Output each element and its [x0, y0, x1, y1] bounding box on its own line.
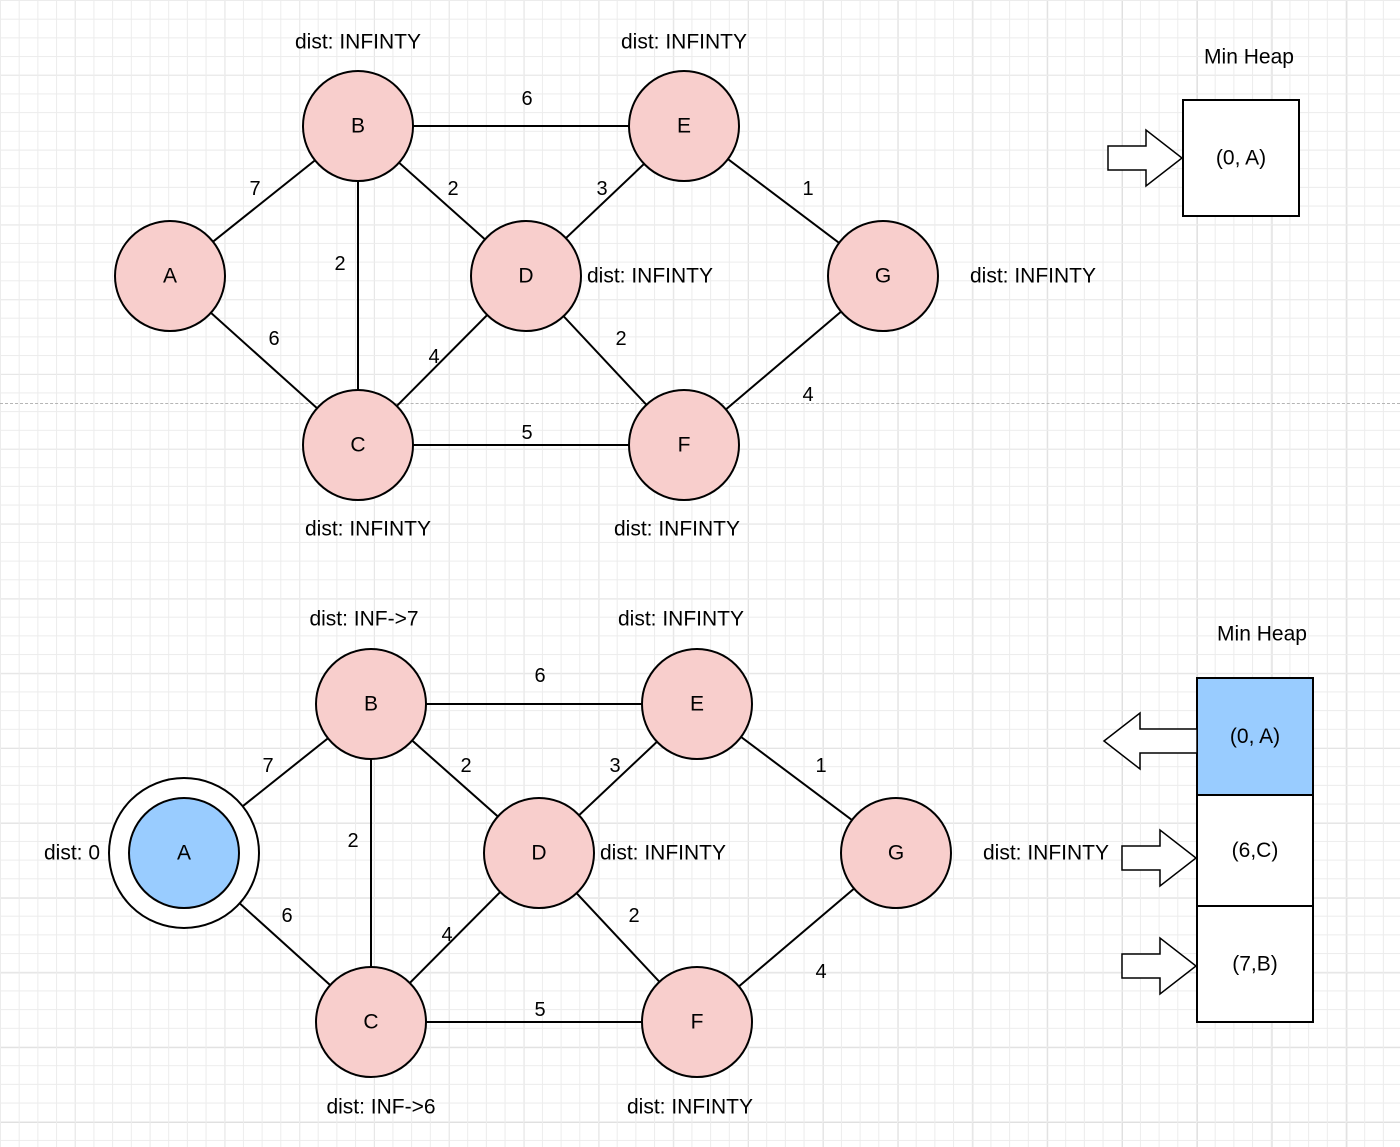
- edge-weight-label: 4: [441, 924, 452, 946]
- edge-weight-label: 2: [334, 253, 345, 275]
- edge-weight-label: 6: [268, 328, 279, 350]
- edge-weight-label: 5: [534, 999, 545, 1021]
- node-circle: [483, 797, 595, 909]
- node-circle: [302, 70, 414, 182]
- edge-weight-label: 7: [262, 755, 273, 777]
- edge-weight-label: 6: [521, 88, 532, 110]
- dist-label-c: dist: INFINTY: [305, 518, 431, 541]
- node-circle: [315, 648, 427, 760]
- heap-pop-arrow-icon: [1102, 711, 1198, 771]
- node-f[interactable]: F: [628, 389, 740, 501]
- dist-label-f: dist: INFINTY: [627, 1096, 753, 1119]
- node-circle: [641, 648, 753, 760]
- node-circle: [302, 389, 414, 501]
- edge-weight-label: 4: [802, 384, 813, 406]
- edge-weight-label: 2: [615, 328, 626, 350]
- node-label: F: [691, 1011, 704, 1034]
- dist-label-b: dist: INFINTY: [295, 31, 421, 54]
- node-label: D: [531, 842, 546, 865]
- nodes-layer: A B C D E F G A B C D E F G: [108, 70, 952, 1078]
- node-b[interactable]: B: [315, 648, 427, 760]
- heap-push-arrow-icon: [1121, 828, 1198, 888]
- node-circle: [628, 70, 740, 182]
- dist-label-f: dist: INFINTY: [614, 518, 740, 541]
- node-label: A: [177, 842, 191, 865]
- heap-cell-text: (0, A): [1230, 725, 1280, 748]
- edge-weight-label: 3: [596, 178, 607, 200]
- node-b[interactable]: B: [302, 70, 414, 182]
- node-e[interactable]: E: [628, 70, 740, 182]
- node-label: E: [677, 115, 691, 138]
- node-circle: [840, 797, 952, 909]
- dist-label-d: dist: INFINTY: [587, 265, 713, 288]
- heap-cell: [1182, 99, 1300, 217]
- node-circle: [827, 220, 939, 332]
- node-label: E: [690, 693, 704, 716]
- node-d[interactable]: D: [483, 797, 595, 909]
- node-d[interactable]: D: [470, 220, 582, 332]
- heap-layer: Min Heap (0, A) Min Heap (0, A) (6,C) (7,B): [1102, 46, 1314, 1023]
- node-label: A: [163, 265, 177, 288]
- node-circle: [114, 220, 226, 332]
- node-g[interactable]: G: [840, 797, 952, 909]
- edge-weight-label: 2: [460, 755, 471, 777]
- node-label: C: [363, 1011, 378, 1034]
- edge-weight-label: 6: [281, 905, 292, 927]
- node-a[interactable]: A: [114, 220, 226, 332]
- edge-weight-label: 2: [447, 178, 458, 200]
- edge-weight-label: 4: [428, 346, 439, 368]
- node-f[interactable]: F: [641, 966, 753, 1078]
- dist-label-e: dist: INFINTY: [618, 608, 744, 631]
- dist-label-e: dist: INFINTY: [621, 31, 747, 54]
- edge-weight-label: 6: [534, 665, 545, 687]
- node-label: G: [875, 265, 891, 288]
- edge-weight-label: 2: [347, 830, 358, 852]
- heap-cell-text: (0, A): [1216, 147, 1266, 170]
- dist-label-g: dist: INFINTY: [970, 265, 1096, 288]
- node-label: G: [888, 842, 904, 865]
- heap-push-arrow-icon: [1121, 936, 1198, 996]
- node-label: F: [678, 434, 691, 457]
- node-circle: [641, 966, 753, 1078]
- min-heap-title: Min Heap: [1217, 623, 1307, 646]
- edge-weight-label: 4: [815, 961, 826, 983]
- node-label: C: [350, 434, 365, 457]
- node-c[interactable]: C: [315, 966, 427, 1078]
- dist-label-d: dist: INFINTY: [600, 842, 726, 865]
- heap-push-arrow-icon: [1107, 128, 1184, 188]
- node-label: B: [351, 115, 365, 138]
- heap-cell: [1196, 794, 1314, 907]
- node-label: D: [518, 265, 533, 288]
- node-a[interactable]: A: [108, 777, 260, 929]
- node-g[interactable]: G: [827, 220, 939, 332]
- edge-weight-label: 5: [521, 422, 532, 444]
- edge-weight-label: 2: [628, 905, 639, 927]
- heap-cell-text: (6,C): [1232, 839, 1279, 862]
- node-label: B: [364, 693, 378, 716]
- node-circle: [315, 966, 427, 1078]
- labels-layer: 7 6 2 2 6 4 5 3 2 1 4 dist: INFINTY dist: INFINTY dis…: [44, 31, 1109, 1119]
- node-circle: [128, 797, 240, 909]
- min-heap-title: Min Heap: [1204, 46, 1294, 69]
- dist-label-c: dist: INF->6: [326, 1096, 435, 1119]
- heap-cell: [1196, 905, 1314, 1023]
- heap-cell: [1196, 677, 1314, 796]
- edge-weight-label: 7: [249, 178, 260, 200]
- dist-label-a: dist: 0: [44, 842, 100, 865]
- edge-weight-label: 1: [815, 755, 826, 777]
- node-circle: [628, 389, 740, 501]
- node-circle: [470, 220, 582, 332]
- node-c[interactable]: C: [302, 389, 414, 501]
- edge-weight-label: 1: [802, 178, 813, 200]
- dist-label-g: dist: INFINTY: [983, 842, 1109, 865]
- node-e[interactable]: E: [641, 648, 753, 760]
- edge-weight-label: 3: [609, 755, 620, 777]
- dist-label-b: dist: INF->7: [309, 608, 418, 631]
- heap-cell-text: (7,B): [1232, 953, 1278, 976]
